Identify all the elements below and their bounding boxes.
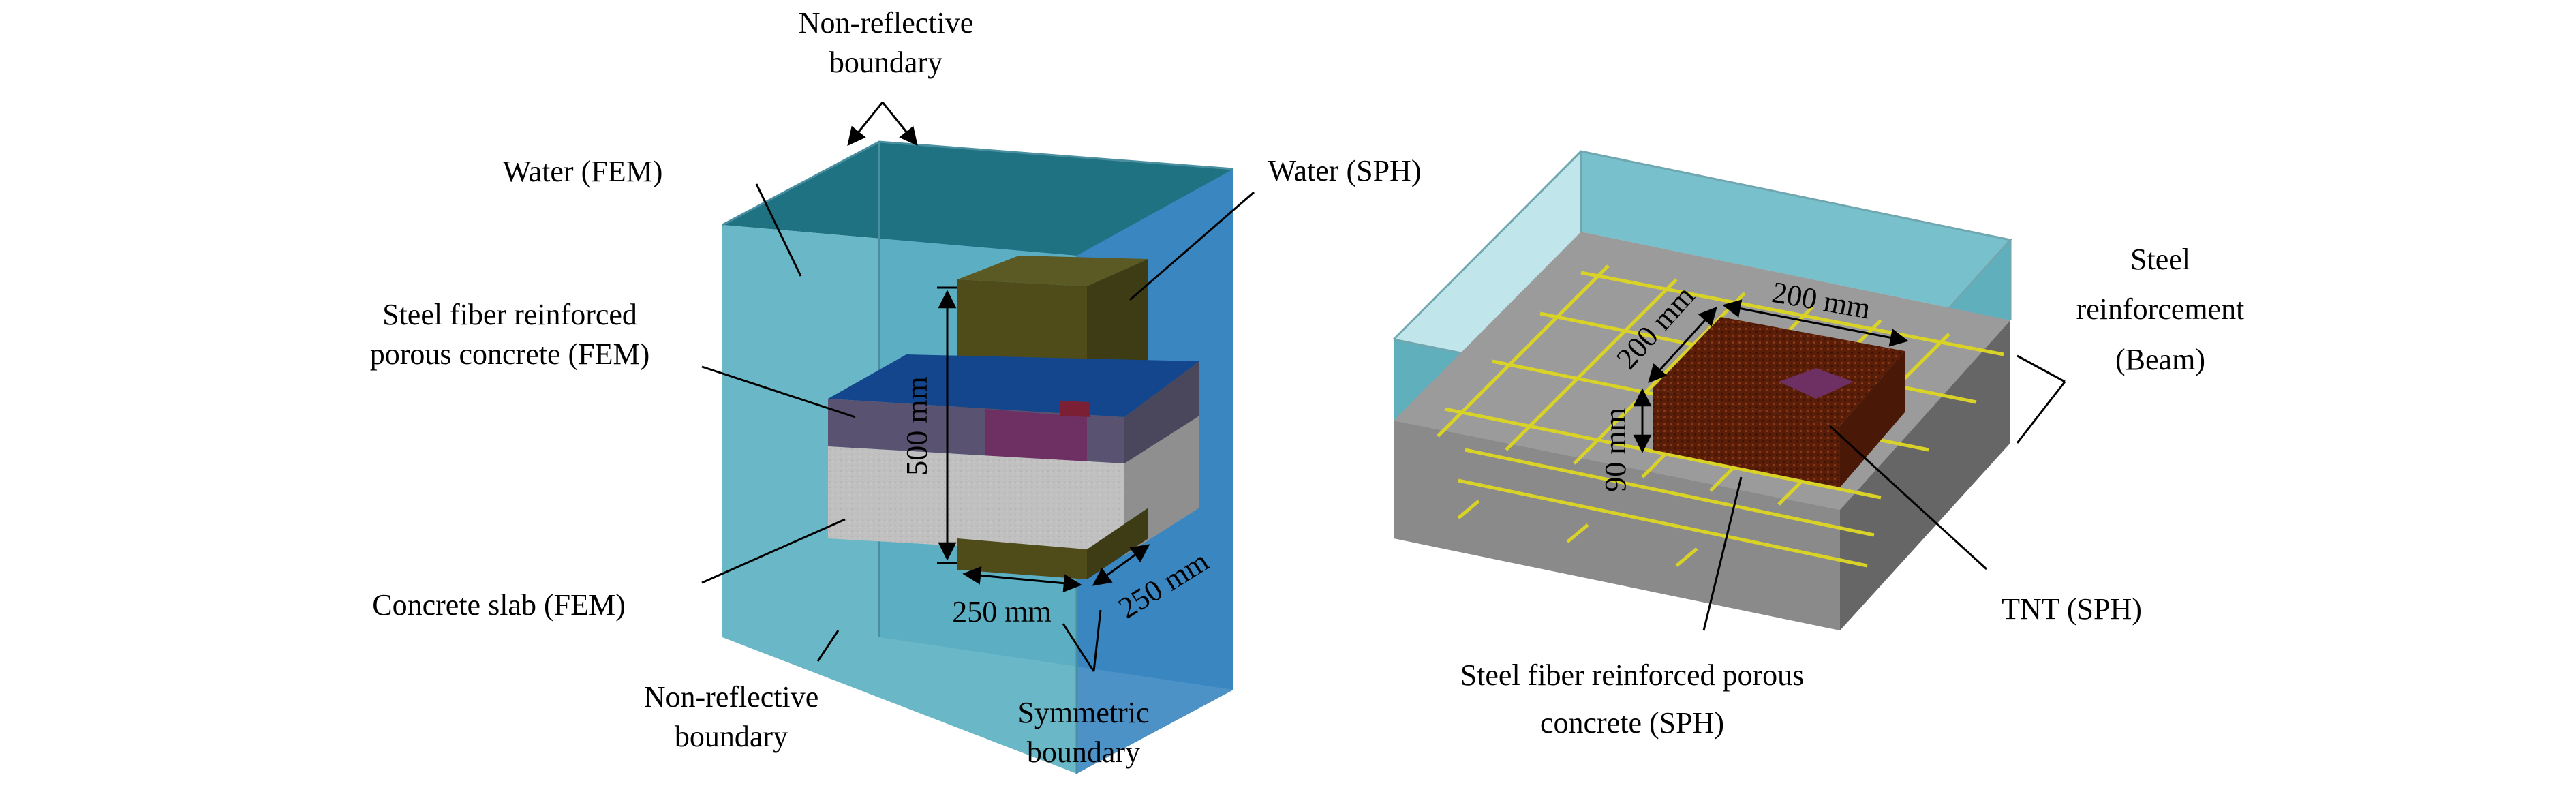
sph-water-top [957,256,1148,286]
label-steel-reinforcement-2: reinforcement [2076,292,2245,326]
sph-porous-block-front [1653,389,1840,487]
label-water-sph: Water (SPH) [1268,154,1422,187]
sph-porous-block-side [1840,351,1905,487]
tnt-charge-left [1060,401,1090,417]
sph-porous-insert [985,409,1087,465]
dim-width-label: 250 mm [952,595,1051,628]
left-leaders [701,102,1255,672]
label-sfrpc-sph-1: Steel fiber reinforced porous [1460,658,1805,692]
right-dimension-lines [1633,299,1909,453]
porous-concrete-top [828,354,1199,417]
label-nonreflective-bottom-1: Non-reflective [644,680,819,714]
dim-height-label-right: 90 mm [1599,408,1632,491]
label-symmetric-2: boundary [1027,735,1140,769]
label-nonreflective-top-1: Non-reflective [799,6,974,40]
right-model: 200 mm 200 mm 90 mm Steel reinforcement … [1392,150,2245,740]
dim-depth-line [1092,544,1150,586]
left-model: 500 mm 250 mm 250 mm Non-reflective boun… [370,6,1422,774]
dim-width-line [962,566,1082,593]
porous-concrete-side [1124,361,1199,463]
concrete-slab-side-right [1840,320,2010,630]
right-leaders [1702,354,2066,631]
dim-height-label: 500 mm [900,376,934,475]
water-fem-top [722,142,1233,256]
label-tnt-sph: TNT (SPH) [2002,592,2142,626]
label-sfrpc-fem-2: porous concrete (FEM) [370,337,650,371]
label-sfrpc-sph-2: concrete (SPH) [1540,706,1724,740]
label-concrete-slab: Concrete slab (FEM) [372,588,625,622]
concrete-slab-front-right [1394,421,1840,630]
tnt-charge [1779,368,1854,399]
concrete-slab-front [828,446,1124,555]
label-sfrpc-fem-1: Steel fiber reinforced [382,298,637,331]
label-steel-reinforcement-3: (Beam) [2115,343,2205,376]
label-symmetric-1: Symmetric [1017,696,1149,729]
label-steel-reinforcement-1: Steel [2130,243,2190,276]
label-water-fem: Water (FEM) [503,155,663,188]
label-nonreflective-top-2: boundary [829,46,942,79]
dim-height-line [937,286,957,564]
label-nonreflective-bottom-2: boundary [675,720,788,753]
